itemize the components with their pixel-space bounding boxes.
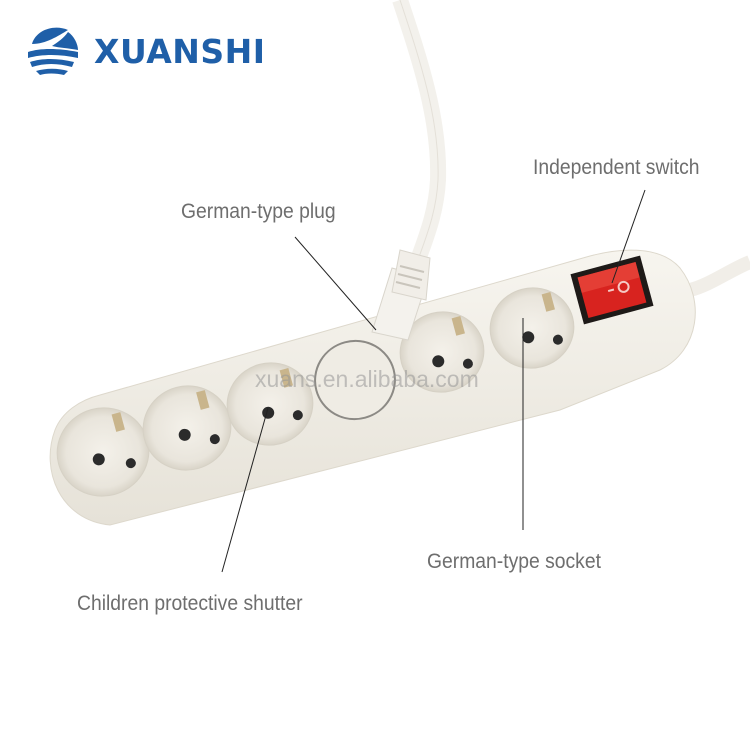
- power-cord-right: [688, 255, 750, 297]
- callout-german-type-socket: German-type socket: [427, 550, 601, 573]
- watermark-text: xuans.en.alibaba.com: [255, 366, 479, 392]
- brand-logo: XUANSHI: [24, 22, 266, 80]
- callout-german-type-plug: German-type plug: [181, 200, 336, 223]
- plug: [371, 249, 431, 341]
- callout-independent-switch: Independent switch: [533, 156, 700, 179]
- callout-children-protective-shutter: Children protective shutter: [77, 592, 303, 615]
- leader-lines: [221, 189, 646, 573]
- rocker-switch: [570, 255, 654, 325]
- brand-name: XUANSHI: [94, 31, 266, 71]
- wave-globe-icon: [28, 27, 78, 75]
- power-cable: [392, 0, 447, 273]
- sockets: [56, 287, 575, 497]
